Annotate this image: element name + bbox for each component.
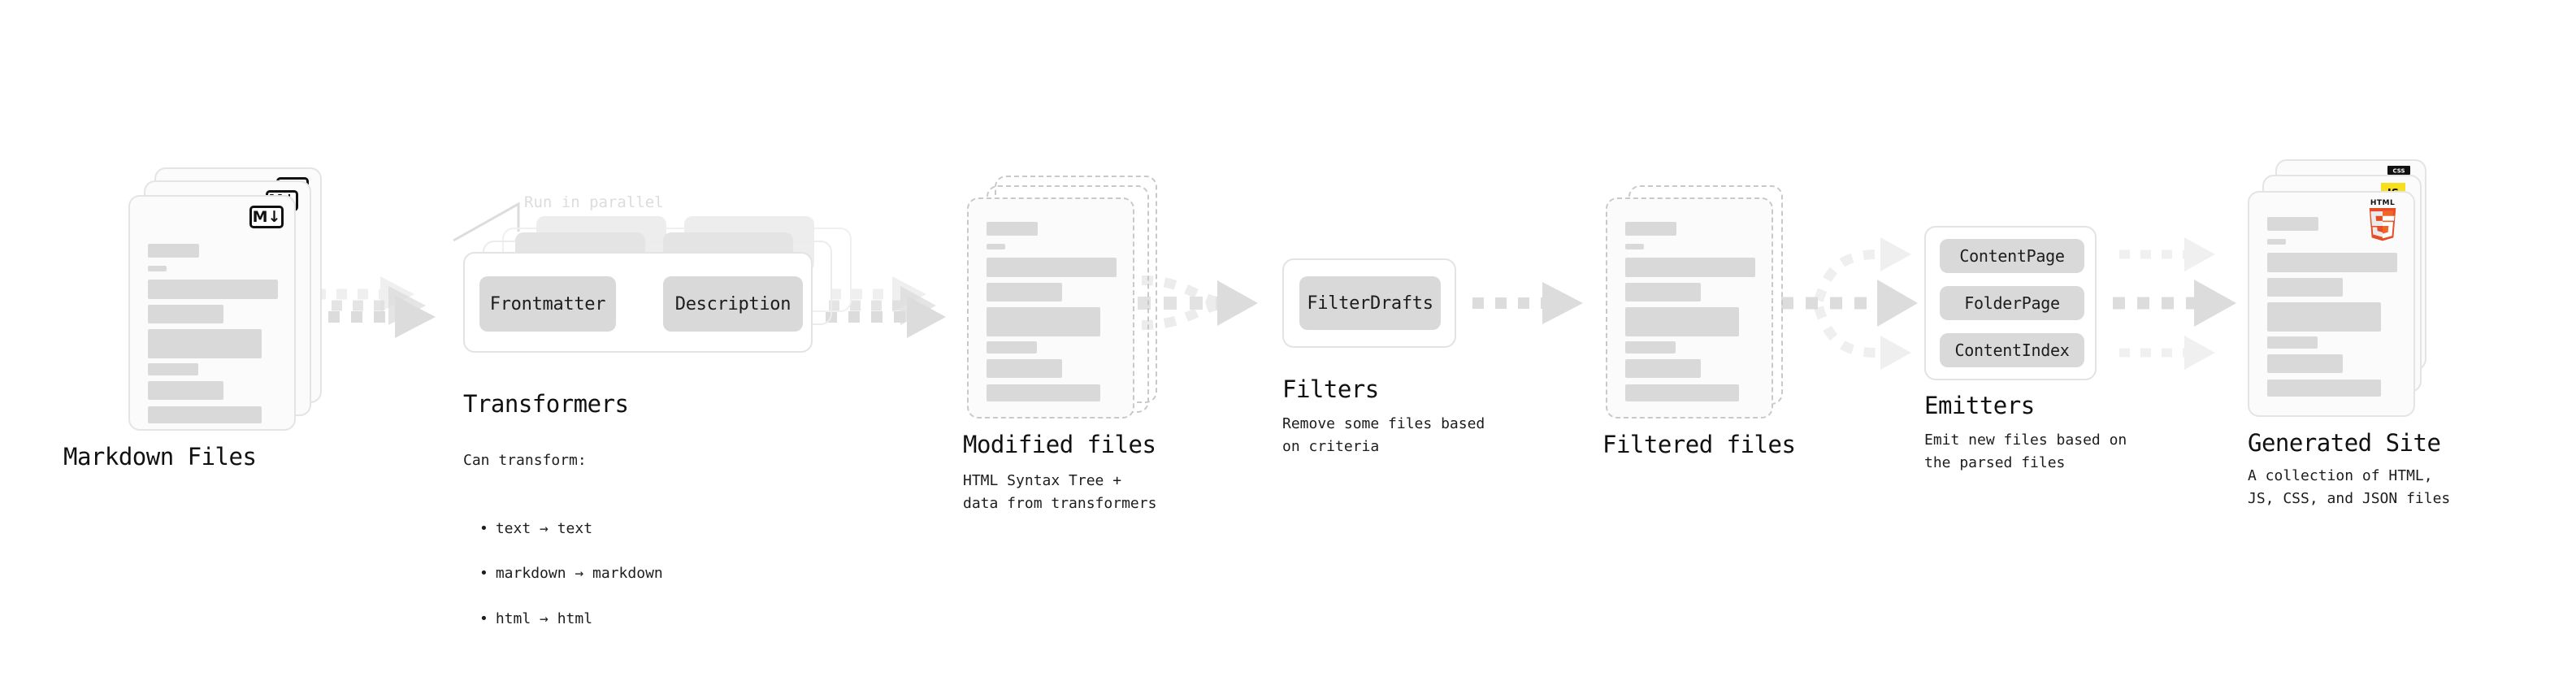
- skeleton-line: [148, 266, 167, 271]
- skeleton-line: [2267, 380, 2381, 397]
- generated-site-card-html[interactable]: HTML: [2248, 191, 2415, 417]
- transformer-chip-description[interactable]: Description: [663, 276, 803, 332]
- skeleton-line: [1625, 341, 1676, 354]
- skeleton-line: [148, 363, 198, 375]
- skeleton-line: [148, 244, 199, 258]
- html5-icon: HTML: [2363, 200, 2402, 245]
- skeleton-line: [1625, 384, 1739, 401]
- transformers-description: Can transform: text → text markdown → ma…: [463, 427, 663, 676]
- modified-files-description: HTML Syntax Tree + data from transformer…: [963, 472, 1157, 512]
- arrow-emitters-to-site: [2113, 237, 2236, 370]
- transformer-frame-front[interactable]: Frontmatter Description: [463, 252, 813, 353]
- skeleton-line: [2267, 239, 2286, 245]
- generated-site-description: A collection of HTML, JS, CSS, and JSON …: [2248, 467, 2451, 507]
- skeleton-line: [1625, 283, 1701, 301]
- transformers-bullet-list: text → text markdown → markdown html → h…: [463, 495, 663, 653]
- transformers-bullet: text → text: [479, 518, 663, 540]
- skeleton-line: [2267, 217, 2318, 231]
- arrow-filtered-to-emitters: [1781, 237, 1918, 370]
- skeleton-line: [987, 384, 1100, 401]
- skeleton-line: [148, 329, 262, 358]
- filters-frame[interactable]: FilterDrafts: [1282, 258, 1456, 348]
- skeleton-line: [987, 258, 1117, 277]
- modified-file-card-front[interactable]: [967, 197, 1134, 419]
- filtered-file-card-front[interactable]: [1606, 197, 1773, 419]
- skeleton-line: [2267, 278, 2343, 297]
- skeleton-line: [987, 244, 1005, 249]
- skeleton-line: [987, 307, 1100, 336]
- skeleton-line: [987, 222, 1038, 236]
- markdown-file-card-front[interactable]: M↓: [128, 195, 296, 431]
- emitter-chip-folderpage[interactable]: FolderPage: [1940, 286, 2084, 320]
- transformers-bullet: html → html: [479, 608, 663, 631]
- stage-title-emitters: Emitters: [1924, 392, 2035, 419]
- skeleton-line: [1625, 307, 1739, 336]
- skeleton-line: [2267, 253, 2397, 272]
- arrow-markdown-to-transformers: [306, 276, 436, 338]
- markdown-badge-icon: M↓: [249, 206, 284, 228]
- skeleton-line: [2267, 302, 2381, 332]
- skeleton-line: [148, 381, 223, 400]
- filter-chip-filterdrafts[interactable]: FilterDrafts: [1299, 276, 1441, 330]
- stage-title-filtered-files: Filtered files: [1602, 431, 1796, 458]
- stage-title-generated-site: Generated Site: [2248, 429, 2441, 457]
- stage-title-modified-files: Modified files: [963, 431, 1156, 458]
- run-in-parallel-note: Run in parallel: [524, 193, 664, 211]
- skeleton-line: [2267, 354, 2343, 373]
- emitter-chip-contentpage[interactable]: ContentPage: [1940, 239, 2084, 273]
- stage-title-markdown-files: Markdown Files: [63, 443, 257, 471]
- filters-description: Remove some files based on criteria: [1282, 415, 1485, 455]
- transformers-bullet: markdown → markdown: [479, 562, 663, 585]
- skeleton-line: [987, 283, 1062, 301]
- skeleton-line: [2267, 336, 2318, 349]
- transformers-subtitle-heading: Can transform:: [463, 451, 587, 469]
- emitter-chip-contentindex[interactable]: ContentIndex: [1940, 333, 2084, 367]
- transformer-chip-frontmatter[interactable]: Frontmatter: [479, 276, 616, 332]
- emitters-frame[interactable]: ContentPage FolderPage ContentIndex: [1924, 226, 2097, 380]
- skeleton-line: [148, 280, 278, 299]
- stage-title-filters: Filters: [1282, 375, 1379, 403]
- skeleton-line: [148, 305, 223, 323]
- skeleton-line: [1625, 258, 1755, 277]
- skeleton-line: [1625, 359, 1701, 378]
- skeleton-line: [148, 406, 262, 423]
- arrow-filters-to-filtered: [1472, 282, 1583, 324]
- stage-title-transformers: Transformers: [463, 390, 629, 418]
- skeleton-line: [987, 341, 1037, 354]
- skeleton-line: [987, 359, 1062, 378]
- emitters-description: Emit new files based on the parsed files: [1924, 432, 2127, 471]
- svg-text:CSS: CSS: [2392, 167, 2405, 174]
- skeleton-line: [1625, 222, 1676, 236]
- skeleton-line: [1625, 244, 1644, 249]
